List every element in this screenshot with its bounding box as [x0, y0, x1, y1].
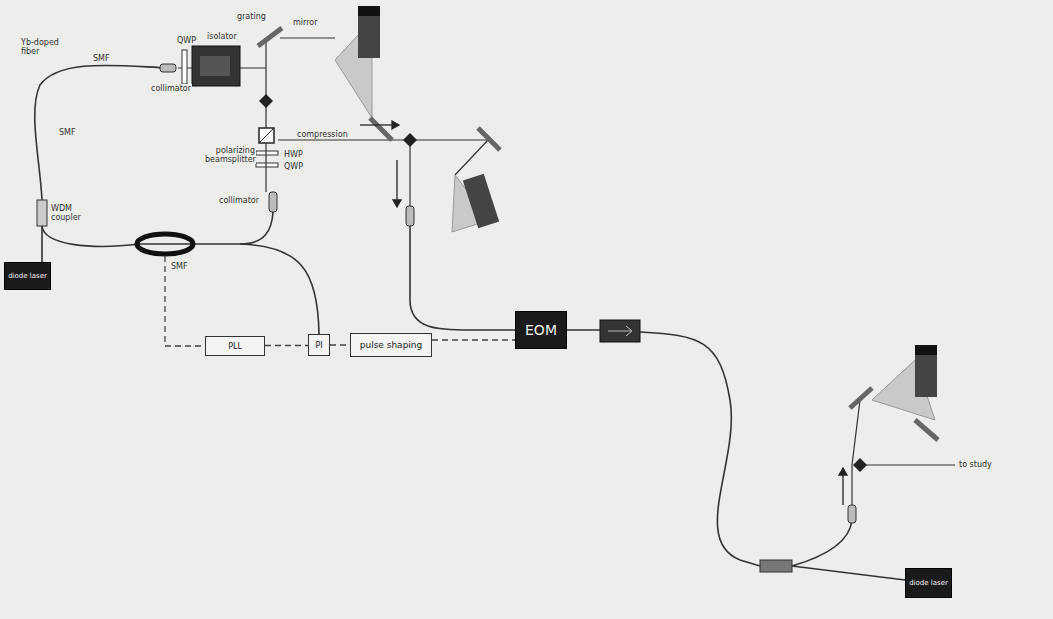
collimator: [269, 192, 277, 212]
part-label: polarizing beamsplitter: [204, 146, 256, 164]
dashed-connector: [330, 345, 350, 346]
part-label: SMF: [92, 54, 111, 63]
dashed-connector-line: [330, 344, 350, 345]
fiber-coil: [137, 234, 193, 254]
direction-arrow: [393, 200, 401, 207]
fiber: [410, 226, 515, 330]
direction-arrow: [839, 468, 847, 475]
part-label: mirror: [292, 18, 318, 27]
part-label: SMF: [170, 262, 189, 271]
diode-laser-box: diode laser: [905, 568, 952, 598]
node-text: diode laser: [8, 272, 47, 280]
part-label: collimator: [218, 196, 260, 205]
roof-mirror: [358, 6, 380, 16]
grating: [478, 128, 500, 150]
part-label: QWP: [283, 162, 304, 171]
node-text: PI: [315, 341, 322, 350]
node-text: diode laser: [909, 579, 948, 587]
wdm-coupler: [760, 560, 792, 572]
waveplate: [182, 50, 187, 84]
collimator: [848, 505, 856, 523]
mirror: [853, 458, 867, 472]
beam: [852, 400, 955, 505]
dashed-connector: [432, 340, 515, 341]
dashed-connector-line: [432, 339, 515, 340]
fiber: [240, 244, 319, 334]
eom-box: EOM: [515, 311, 567, 349]
part-label: Yb-doped fiber: [20, 38, 62, 56]
roof-mirror: [915, 345, 937, 355]
roof-mirror: [915, 345, 937, 397]
node-text: PLL: [228, 342, 242, 351]
direction-arrow: [842, 475, 843, 505]
pulse-shaping-box: pulse shaping: [350, 333, 432, 357]
part-label: compression: [296, 130, 349, 139]
mirror: [370, 118, 392, 140]
roof-mirror: [463, 174, 499, 228]
node-text: pulse shaping: [360, 340, 423, 350]
mirror: [915, 420, 938, 440]
part-label: collimator: [150, 84, 192, 93]
part-label: SMF: [58, 128, 77, 137]
part-label: grating: [236, 12, 267, 21]
mirror: [403, 133, 417, 147]
beam: [410, 140, 488, 175]
part-label: QWP: [176, 36, 197, 45]
waveplate: [256, 151, 278, 155]
grating: [850, 388, 872, 408]
dashed-connector-line: [265, 345, 308, 346]
waveplate: [256, 163, 278, 167]
direction-arrow: [396, 160, 397, 200]
diode-laser-box: diode laser: [4, 262, 51, 290]
beamsplitter-cube: [259, 128, 274, 143]
collimator: [406, 206, 414, 226]
roof-mirror: [358, 6, 380, 58]
grating: [258, 28, 282, 46]
pi-box: PI: [308, 334, 330, 356]
direction-arrow: [360, 124, 392, 125]
mirror: [259, 94, 273, 108]
isolator-arrow: [608, 326, 632, 336]
fiber: [35, 65, 168, 200]
fiber: [792, 520, 905, 580]
part-label: isolator: [206, 32, 238, 41]
feedback-line: [165, 256, 205, 346]
isolator: [600, 320, 640, 342]
collimator: [160, 64, 176, 72]
part-label: to study: [958, 460, 993, 469]
part-label: HWP: [283, 150, 304, 159]
fiber: [41, 226, 43, 262]
dashed-connector: [265, 345, 308, 346]
node-text: EOM: [525, 322, 557, 338]
beam: [265, 143, 266, 192]
beam: [280, 37, 335, 38]
beam: [178, 40, 410, 215]
isolator: [200, 56, 230, 76]
beamsplitter-cube: [259, 128, 274, 143]
isolator: [192, 46, 240, 86]
part-label: WDM coupler: [50, 204, 88, 222]
wdm-coupler: [37, 200, 47, 226]
pll-box: PLL: [205, 336, 265, 356]
fiber: [565, 330, 760, 566]
direction-arrow: [392, 121, 399, 129]
